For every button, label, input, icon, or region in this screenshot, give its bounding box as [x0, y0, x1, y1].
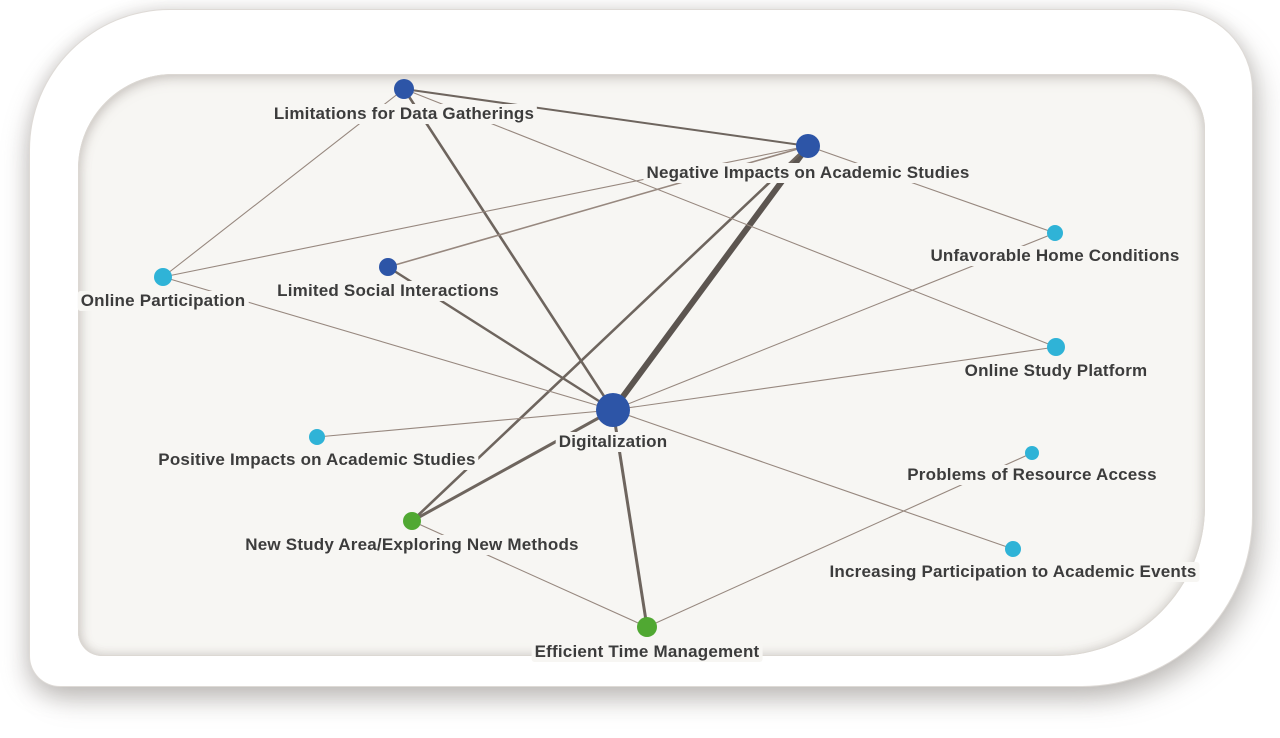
node-efficient[interactable]: [637, 617, 657, 637]
node-label-unfavorable: Unfavorable Home Conditions: [927, 246, 1183, 266]
node-digitalization[interactable]: [596, 393, 630, 427]
node-unfavorable[interactable]: [1047, 225, 1063, 241]
edge-digitalization-positive: [316, 409, 614, 438]
node-online_participation[interactable]: [154, 268, 172, 286]
node-online_study[interactable]: [1047, 338, 1065, 356]
node-limitations[interactable]: [394, 79, 414, 99]
node-label-efficient: Efficient Time Management: [531, 642, 763, 662]
edge-negative-unfavorable: [807, 145, 1056, 234]
node-label-online_study: Online Study Platform: [961, 361, 1151, 381]
edge-digitalization-new_study: [410, 408, 615, 523]
edge-limitations-online_study: [403, 88, 1057, 348]
node-label-limited_social: Limited Social Interactions: [274, 281, 502, 301]
node-problems[interactable]: [1025, 446, 1039, 460]
node-limited_social[interactable]: [379, 258, 397, 276]
node-label-negative: Negative Impacts on Academic Studies: [643, 163, 973, 183]
node-positive[interactable]: [309, 429, 325, 445]
node-label-increasing: Increasing Participation to Academic Eve…: [826, 562, 1200, 582]
edge-digitalization-online_study: [612, 346, 1057, 411]
node-label-digitalization: Digitalization: [555, 432, 671, 452]
edge-digitalization-increasing: [612, 409, 1014, 550]
node-label-problems: Problems of Resource Access: [904, 465, 1160, 485]
node-new_study[interactable]: [403, 512, 421, 530]
node-label-limitations: Limitations for Data Gatherings: [270, 104, 538, 124]
edge-limitations-negative: [403, 88, 809, 147]
edge-digitalization-limitations: [402, 87, 615, 412]
node-increasing[interactable]: [1005, 541, 1021, 557]
node-label-new_study: New Study Area/Exploring New Methods: [242, 535, 582, 555]
node-label-positive: Positive Impacts on Academic Studies: [155, 450, 479, 470]
node-label-online_participation: Online Participation: [77, 291, 249, 311]
edge-digitalization-negative: [610, 143, 811, 413]
node-negative[interactable]: [796, 134, 820, 158]
